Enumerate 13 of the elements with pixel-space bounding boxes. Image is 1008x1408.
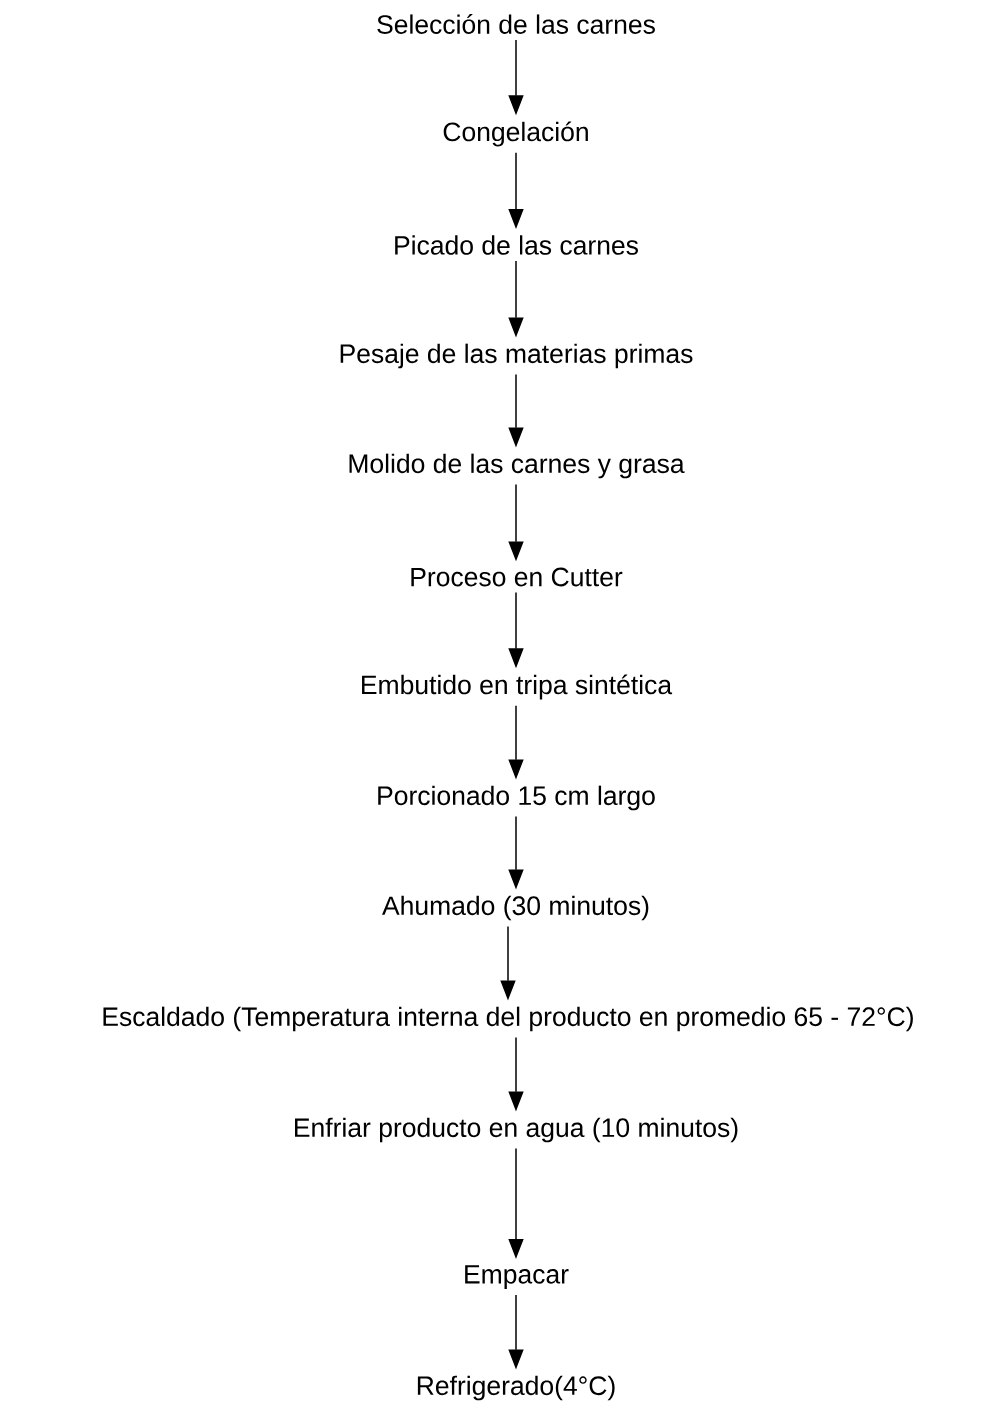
step-text: Proceso en Cutter xyxy=(411,567,623,587)
step-text: Pesaje de las materias primas xyxy=(340,343,693,369)
step-text: Enfriar producto en agua (10 minutos) xyxy=(295,1117,738,1143)
step-text: Ahumado (30 minutos) xyxy=(382,895,649,921)
step-text: Selección de las carnes xyxy=(377,14,655,34)
step-text: Escaldado (Temperatura interna del producto en promedio 65 - 72°C) xyxy=(103,1006,913,1032)
step-text: Embutido en tripa sintética xyxy=(362,674,673,700)
step-text: Porcionado 15 cm largo xyxy=(378,785,655,811)
step-text: Empacar xyxy=(465,1265,569,1289)
step-text: Molido de las carnes y grasa xyxy=(349,453,685,479)
step-text: Congelación xyxy=(443,121,588,147)
step-text: Picado de las carnes xyxy=(395,235,638,255)
step-text: Refrigerado(4°C) xyxy=(417,1375,615,1401)
